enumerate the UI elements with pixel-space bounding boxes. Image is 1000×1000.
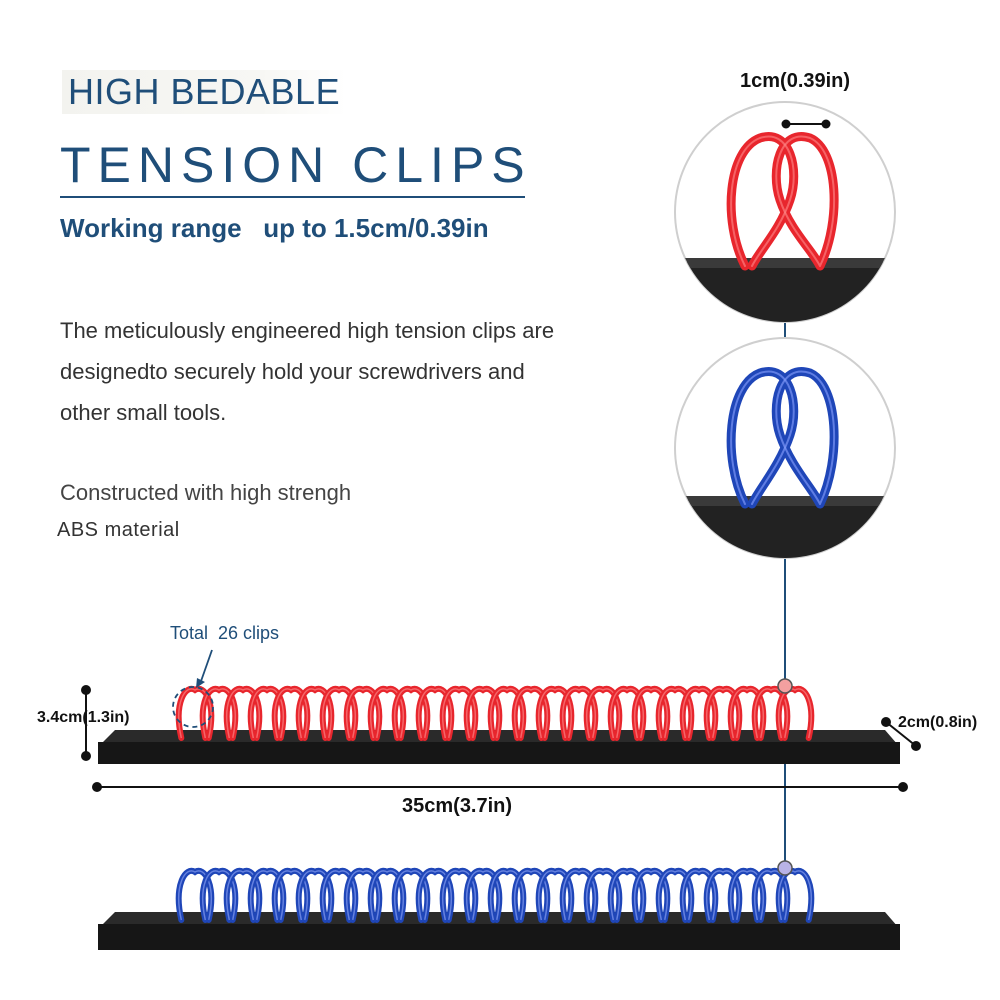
clip-highlight-7 <box>322 870 356 921</box>
clip-highlight-13 <box>466 688 500 739</box>
clip-highlight-3 <box>226 870 260 921</box>
clip-highlight-8 <box>346 870 380 921</box>
working-range-text: Working range up to 1.5cm/0.39in <box>60 213 489 243</box>
clip-highlight-22 <box>682 688 716 739</box>
clip-highlight-16 <box>538 688 572 739</box>
clip-highlight-1 <box>178 688 212 739</box>
clip-highlight-18 <box>586 688 620 739</box>
depth-label: 2cm(0.8in) <box>898 714 978 731</box>
clip-highlight-14 <box>490 688 524 739</box>
clip-highlight-25 <box>754 688 788 739</box>
clip-highlight-15 <box>514 688 548 739</box>
clip-highlight-24 <box>730 688 764 739</box>
clip-highlight-23 <box>706 870 740 921</box>
clip-highlight-24 <box>730 870 764 921</box>
clip-highlight-19 <box>610 688 644 739</box>
clip-highlight-10 <box>394 870 428 921</box>
blue-rail-marker <box>777 860 793 876</box>
clip-highlight-14 <box>490 870 524 921</box>
clip-highlight-4 <box>250 870 284 921</box>
clip-highlight-19 <box>610 870 644 921</box>
red-clip-closeup <box>674 101 896 323</box>
clip-highlight-7 <box>322 688 356 739</box>
clip-highlight-3 <box>226 688 260 739</box>
clip-highlight-12 <box>442 688 476 739</box>
total-clips-label: Total 26 clips <box>170 623 280 643</box>
clip-highlight-18 <box>586 870 620 921</box>
clip-highlight-9 <box>370 870 404 921</box>
clip-highlight-5 <box>274 870 308 921</box>
clip-highlight-12 <box>442 870 476 921</box>
red-rail-marker <box>777 678 793 694</box>
height-label: 3.4cm(1.3in) <box>37 709 130 726</box>
clip-highlight-2 <box>202 870 236 921</box>
clip-highlight-22 <box>682 870 716 921</box>
clip-highlight-25 <box>754 870 788 921</box>
clip-highlight-17 <box>562 870 596 921</box>
heading-high-bedable: HIGH BEDABLE <box>62 70 347 114</box>
clip-highlight-21 <box>658 870 692 921</box>
clip-highlight-4 <box>250 688 284 739</box>
material-text-line2: ABS material <box>57 519 180 541</box>
clip-highlight-20 <box>634 688 668 739</box>
clip-highlight-8 <box>346 688 380 739</box>
depth-dimension <box>881 717 921 751</box>
heading-divider <box>60 196 525 198</box>
clip-highlight-6 <box>298 688 332 739</box>
clip-highlight-13 <box>466 870 500 921</box>
clip-highlight-2 <box>202 688 236 739</box>
clip-highlight-10 <box>394 688 428 739</box>
clip-highlight-1 <box>178 870 212 921</box>
clip-highlight-23 <box>706 688 740 739</box>
clip-highlight-9 <box>370 688 404 739</box>
clip-highlight-26 <box>778 870 812 921</box>
clip-highlight-16 <box>538 870 572 921</box>
material-text-line1: Constructed with high strengh <box>60 480 352 505</box>
height-dimension <box>81 685 91 761</box>
length-dimension <box>92 782 908 792</box>
blue-clip-closeup <box>674 337 896 559</box>
clip-highlight-20 <box>634 870 668 921</box>
red-clip-rail <box>98 685 900 764</box>
clip-highlight-5 <box>274 688 308 739</box>
heading-tension-clips: TENSION CLIPS <box>60 137 532 193</box>
clip-highlight-11 <box>418 688 452 739</box>
clip-highlight-11 <box>418 870 452 921</box>
total-clips-callout <box>172 649 214 728</box>
length-label: 35cm(3.7in) <box>402 795 513 817</box>
clip-gap-label: 1cm(0.39in) <box>740 70 851 92</box>
blue-clip-rail <box>98 867 900 950</box>
clip-highlight-26 <box>778 688 812 739</box>
clip-highlight-17 <box>562 688 596 739</box>
clip-highlight-15 <box>514 870 548 921</box>
description-text: The meticulously engineered high tension… <box>60 318 555 425</box>
clip-highlight-21 <box>658 688 692 739</box>
clip-highlight-6 <box>298 870 332 921</box>
